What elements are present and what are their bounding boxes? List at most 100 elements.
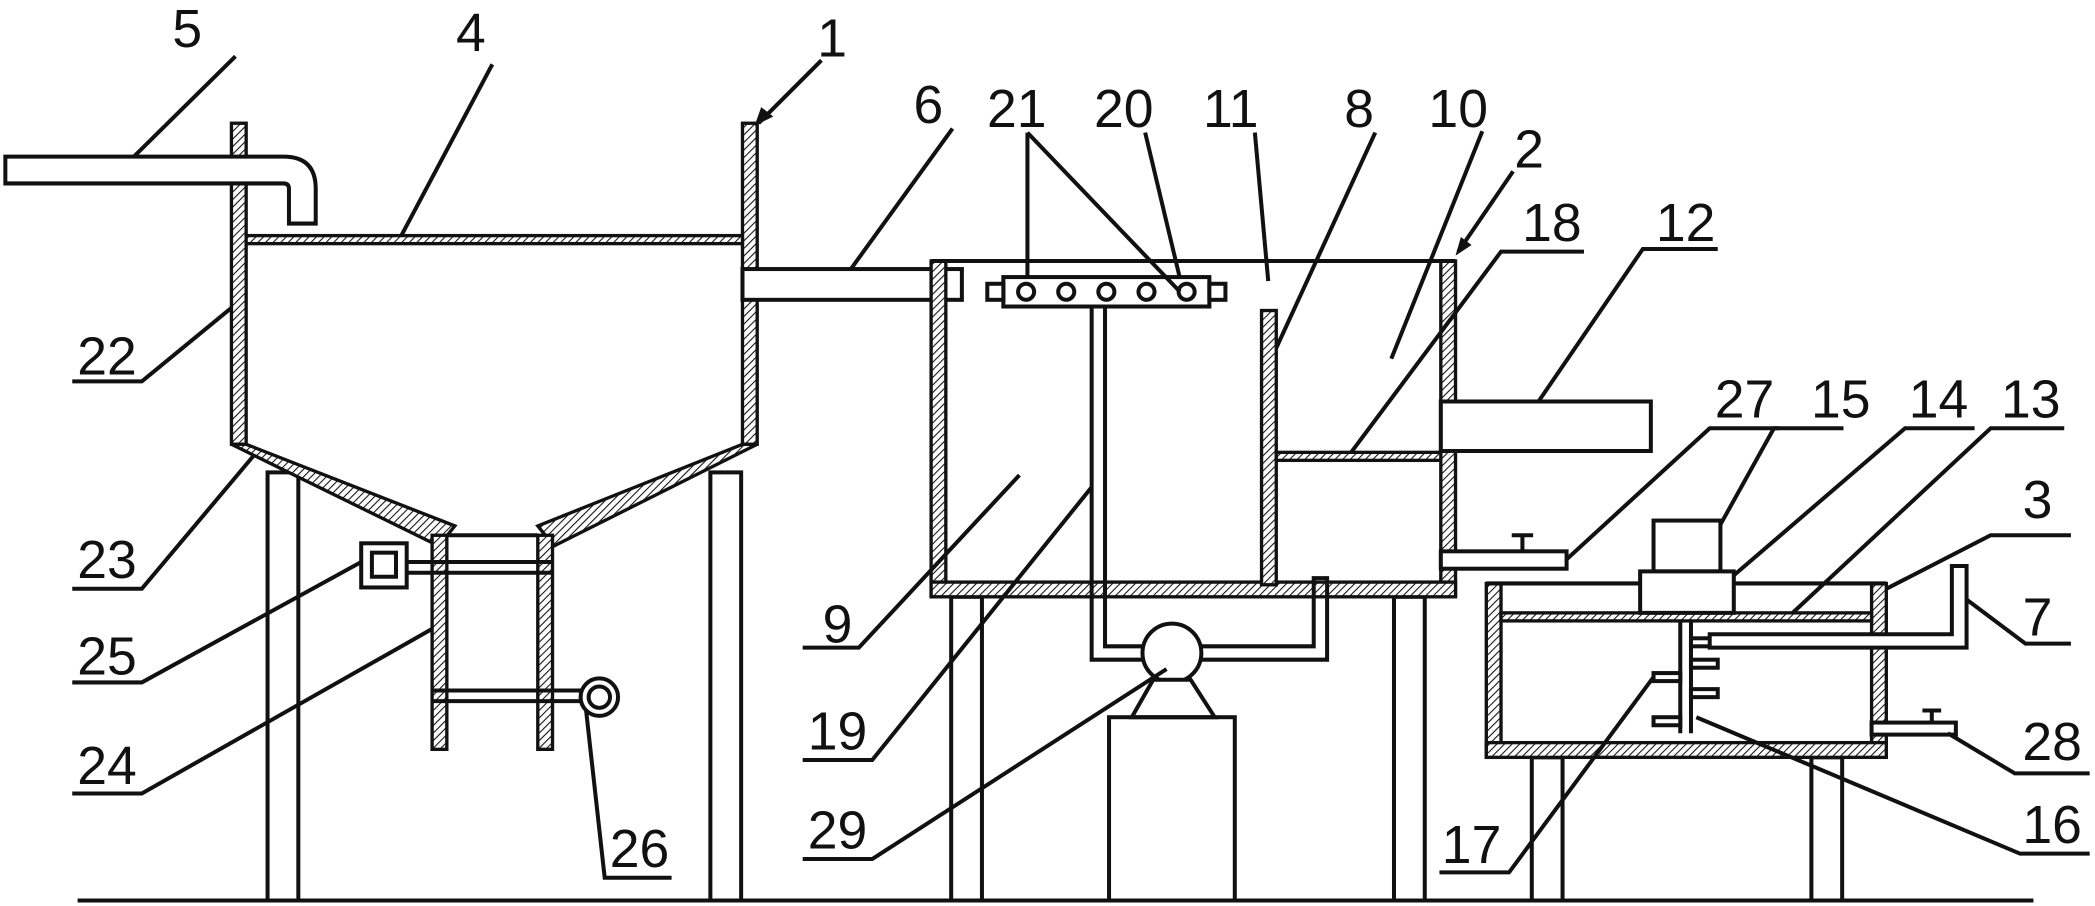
label-19: 19 — [808, 702, 868, 761]
label-17: 17 — [1442, 816, 1502, 875]
valve-26-handwheel-inner — [586, 684, 613, 710]
agitator-blade-17 — [1651, 671, 1683, 684]
nozzle-21 — [1056, 281, 1077, 302]
leader-17 — [1439, 675, 1656, 875]
leader-22 — [72, 306, 233, 384]
label-26: 26 — [610, 820, 670, 879]
leader-13 — [1791, 426, 2065, 615]
tank-1-outlet-wall-right — [536, 533, 555, 751]
tank-3 — [1484, 518, 1969, 903]
tank-3-floor — [1484, 740, 1888, 760]
leader-29 — [802, 667, 1168, 862]
leader-15 — [1718, 426, 1844, 526]
label-20: 20 — [1094, 80, 1154, 139]
recirculation-pipe-return — [1201, 576, 1330, 662]
partition-8 — [1259, 308, 1278, 587]
label-29: 29 — [808, 801, 868, 860]
label-1: 1 — [817, 9, 847, 68]
inlet-pipe-5 — [3, 154, 318, 226]
tank-1-leg-left — [265, 470, 301, 903]
label-14: 14 — [1909, 371, 1969, 430]
leader-8 — [1274, 131, 1378, 349]
leader-20 — [1143, 132, 1182, 279]
leader-25 — [72, 560, 363, 685]
tank-1-outlet-wall-left — [430, 533, 449, 751]
leader-23 — [72, 453, 256, 591]
leader-1 — [757, 58, 823, 125]
sensor-25-box — [359, 541, 409, 590]
label-4: 4 — [456, 4, 486, 63]
leader-10 — [1389, 130, 1485, 360]
label-8: 8 — [1344, 80, 1374, 139]
tank-3-leg-left — [1529, 755, 1565, 903]
pump-29 — [1140, 621, 1204, 685]
tank-1-cone-left — [230, 442, 458, 549]
transfer-pipe-6 — [740, 267, 964, 302]
nozzle-21 — [1096, 281, 1117, 302]
label-27: 27 — [1715, 371, 1775, 430]
mount-14 — [1638, 569, 1736, 615]
leader-26 — [583, 708, 672, 880]
tank-1-leg-right — [708, 470, 744, 903]
leader-7 — [1965, 597, 2071, 646]
leader-1-arrow — [754, 107, 774, 126]
label-3: 3 — [2023, 471, 2053, 530]
tank-1-screen — [244, 233, 745, 246]
label-22: 22 — [77, 328, 137, 387]
label-25: 25 — [77, 627, 137, 686]
tank-1-cone-right — [535, 442, 758, 549]
tank-2-leg-right — [1391, 594, 1427, 903]
label-16: 16 — [2022, 796, 2082, 855]
spray-bar-end-right — [1207, 281, 1228, 302]
valve-27-pipe — [1438, 549, 1569, 571]
tank-1 — [3, 121, 759, 903]
tank-3-wall-left — [1484, 581, 1503, 760]
leader-9 — [802, 473, 1021, 650]
leader-18 — [1349, 249, 1584, 454]
outlet-pipe-12 — [1438, 399, 1653, 453]
leader-14 — [1732, 426, 1975, 577]
nozzle-21 — [1136, 281, 1157, 302]
leader-5 — [132, 54, 237, 159]
leader-6 — [849, 127, 955, 271]
label-11: 11 — [1203, 80, 1259, 139]
label-13: 13 — [2001, 371, 2061, 430]
leader-2-arrow — [1455, 236, 1472, 256]
tank-2-wall-left — [929, 259, 948, 598]
label-6: 6 — [914, 76, 944, 135]
leader-27 — [1565, 426, 1780, 561]
label-28: 28 — [2022, 713, 2082, 772]
label-21: 21 — [987, 80, 1047, 139]
agitator-blade-17 — [1651, 715, 1683, 728]
leader-21b — [1025, 131, 1182, 294]
leader-4 — [399, 63, 495, 237]
label-2: 2 — [1514, 120, 1544, 179]
spray-bar-end-left — [985, 281, 1006, 302]
tank-2 — [929, 259, 1653, 903]
valve-26-handwheel — [578, 676, 621, 718]
pump-pedestal — [1107, 715, 1237, 903]
leader-11 — [1252, 132, 1271, 282]
label-15: 15 — [1811, 371, 1871, 430]
leader-19 — [802, 485, 1094, 763]
label-5: 5 — [172, 0, 202, 59]
leader-2 — [1456, 170, 1515, 253]
label-24: 24 — [77, 737, 137, 796]
leader-24 — [72, 627, 434, 796]
label-12: 12 — [1656, 194, 1716, 253]
tank-2-floor — [929, 580, 1458, 599]
nozzle-21 — [1016, 281, 1037, 302]
motor-15 — [1651, 518, 1723, 574]
label-10: 10 — [1428, 80, 1488, 139]
label-18: 18 — [1522, 194, 1582, 253]
leader-lines — [72, 54, 2090, 880]
label-7: 7 — [2023, 589, 2053, 648]
label-9: 9 — [823, 595, 853, 654]
label-23: 23 — [77, 531, 137, 590]
agitator-blade-17 — [1688, 657, 1720, 670]
recirculation-pipe-19 — [1089, 306, 1146, 662]
part-labels: 1 2 3 4 5 6 7 8 9 10 11 12 13 14 15 16 1… — [77, 0, 2082, 879]
valve-28-pipe — [1869, 720, 1958, 737]
leader-12 — [1536, 246, 1718, 403]
